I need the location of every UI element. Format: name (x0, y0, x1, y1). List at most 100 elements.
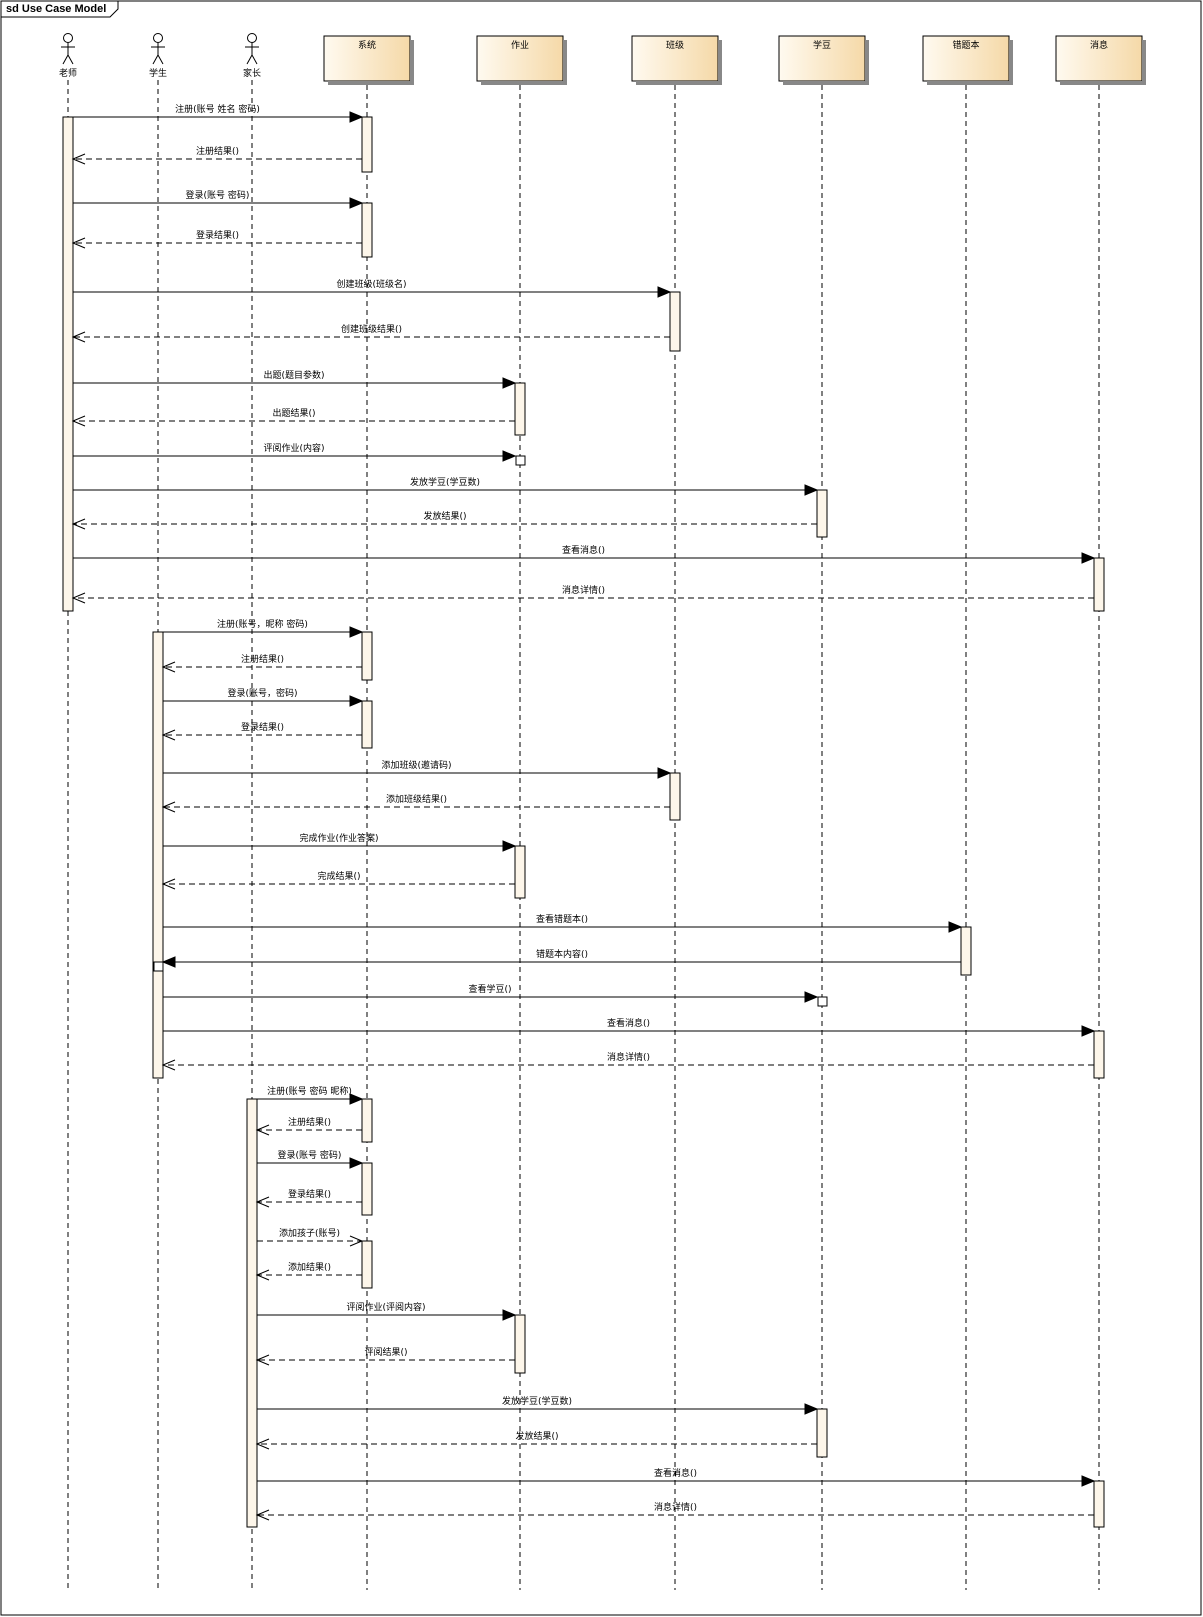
object-box-shadow (1142, 40, 1146, 85)
message-label: 创建班级结果() (341, 323, 402, 335)
activation-bar (246, 1098, 258, 1528)
message: 完成作业(作业答案) (163, 832, 517, 852)
filled-arrowhead-icon (349, 626, 364, 638)
actor-teacher: 老师 (59, 33, 77, 79)
object-name: 学豆 (813, 39, 831, 51)
activation-box (153, 961, 164, 972)
filled-arrowhead-icon (502, 1309, 517, 1321)
object-box-shadow (410, 40, 414, 85)
activation-bar (152, 631, 164, 1079)
filled-arrowhead-icon (349, 1093, 364, 1105)
activation-bar (361, 116, 373, 173)
actor-head-icon (247, 33, 257, 43)
activation-bar (361, 1162, 373, 1216)
object-box-shadow (636, 81, 722, 85)
message: 消息详情() (161, 1051, 1094, 1071)
open-arrowhead-icon (255, 1509, 270, 1521)
message: 登录结果() (71, 229, 362, 249)
message: 发放学豆(学豆数) (257, 1395, 819, 1415)
filled-arrowhead-icon (502, 377, 517, 389)
message-label: 消息详情() (654, 1501, 697, 1513)
open-arrowhead-icon (71, 153, 86, 165)
message: 完成结果() (161, 870, 515, 890)
message-label: 注册结果() (241, 653, 284, 665)
message-label: 发放结果() (423, 510, 466, 522)
message-label: 登录(账号 密码) (186, 189, 250, 201)
message-label: 查看消息() (654, 1467, 697, 1479)
object-box (778, 35, 866, 82)
frame-title-tab (0, 0, 119, 18)
open-arrowhead-icon (161, 801, 176, 813)
message-label: 注册(账号 姓名 密码) (175, 103, 260, 115)
object-system: 系统 (323, 35, 414, 85)
open-arrowhead-icon (161, 878, 176, 890)
message: 添加班级(邀请码) (163, 759, 672, 779)
object-name: 系统 (358, 39, 376, 51)
actor-head-icon (153, 33, 163, 43)
filled-arrowhead-icon (804, 1403, 819, 1415)
actor-student: 学生 (149, 33, 167, 79)
actor-figure-icon (245, 43, 259, 65)
object-name: 班级 (666, 39, 684, 51)
filled-arrowhead-icon (1081, 1475, 1096, 1487)
message-label: 评阅作业(评阅内容) (346, 1301, 425, 1313)
activation-bar (361, 631, 373, 681)
activation-bar (514, 845, 526, 899)
message: 登录(账号 密码) (257, 1149, 364, 1169)
message: 评阅作业(评阅内容) (257, 1301, 517, 1321)
filled-arrowhead-icon (657, 767, 672, 779)
message-label: 添加班级结果() (386, 793, 447, 805)
actor-name: 家长 (243, 67, 261, 79)
filled-arrowhead-icon (349, 111, 364, 123)
message-label: 注册(账号，昵称 密码) (217, 618, 308, 630)
filled-arrowhead-icon (804, 991, 819, 1003)
object-box-shadow (1060, 81, 1146, 85)
actor-parent: 家长 (243, 33, 261, 79)
message-label: 创建班级(班级名) (336, 278, 406, 290)
message-label: 查看错题本() (536, 913, 588, 925)
activation-bar (669, 772, 681, 821)
object-homework: 作业 (476, 35, 567, 85)
message: 注册(账号 姓名 密码) (73, 103, 364, 123)
message: 查看消息() (257, 1467, 1096, 1487)
open-arrowhead-icon (255, 1354, 270, 1366)
object-box-shadow (783, 81, 869, 85)
message-label: 评阅结果() (364, 1346, 407, 1358)
message: 添加班级结果() (161, 793, 670, 813)
open-arrowhead-icon (71, 415, 86, 427)
filled-arrowhead-icon (349, 1157, 364, 1169)
message-label: 登录结果() (196, 229, 239, 241)
object-class: 班级 (631, 35, 722, 85)
frame-title: sd Use Case Model (6, 3, 106, 15)
object-box-shadow (1009, 40, 1013, 85)
activation-bar (361, 202, 373, 258)
message: 评阅结果() (255, 1346, 515, 1366)
message-label: 出题(题目参数) (263, 369, 324, 381)
activation-bar (361, 700, 373, 749)
message-label: 消息详情() (562, 584, 605, 596)
message: 出题(题目参数) (73, 369, 517, 389)
message: 注册结果() (71, 145, 362, 165)
object-xuedou: 学豆 (778, 35, 869, 85)
message-label: 消息详情() (607, 1051, 650, 1063)
message: 出题结果() (71, 407, 515, 427)
message-label: 添加结果() (288, 1261, 331, 1273)
filled-arrowhead-icon (948, 921, 963, 933)
message-label: 查看学豆() (468, 983, 511, 995)
message-label: 发放结果() (515, 1430, 558, 1442)
open-arrowhead-icon (161, 661, 176, 673)
object-box-shadow (328, 81, 414, 85)
filled-arrowhead-icon (349, 197, 364, 209)
activation-bar (1093, 1030, 1105, 1079)
message: 查看学豆() (163, 983, 819, 1003)
message-label: 发放学豆(学豆数) (502, 1395, 572, 1407)
message: 查看消息() (73, 544, 1096, 564)
activation-box (515, 455, 526, 466)
open-arrowhead-icon (255, 1269, 270, 1281)
message-label: 完成作业(作业答案) (299, 832, 378, 844)
object-name: 作业 (511, 39, 529, 51)
filled-arrowhead-icon (804, 484, 819, 496)
object-name: 消息 (1090, 39, 1108, 51)
open-arrowhead-icon (71, 592, 86, 604)
